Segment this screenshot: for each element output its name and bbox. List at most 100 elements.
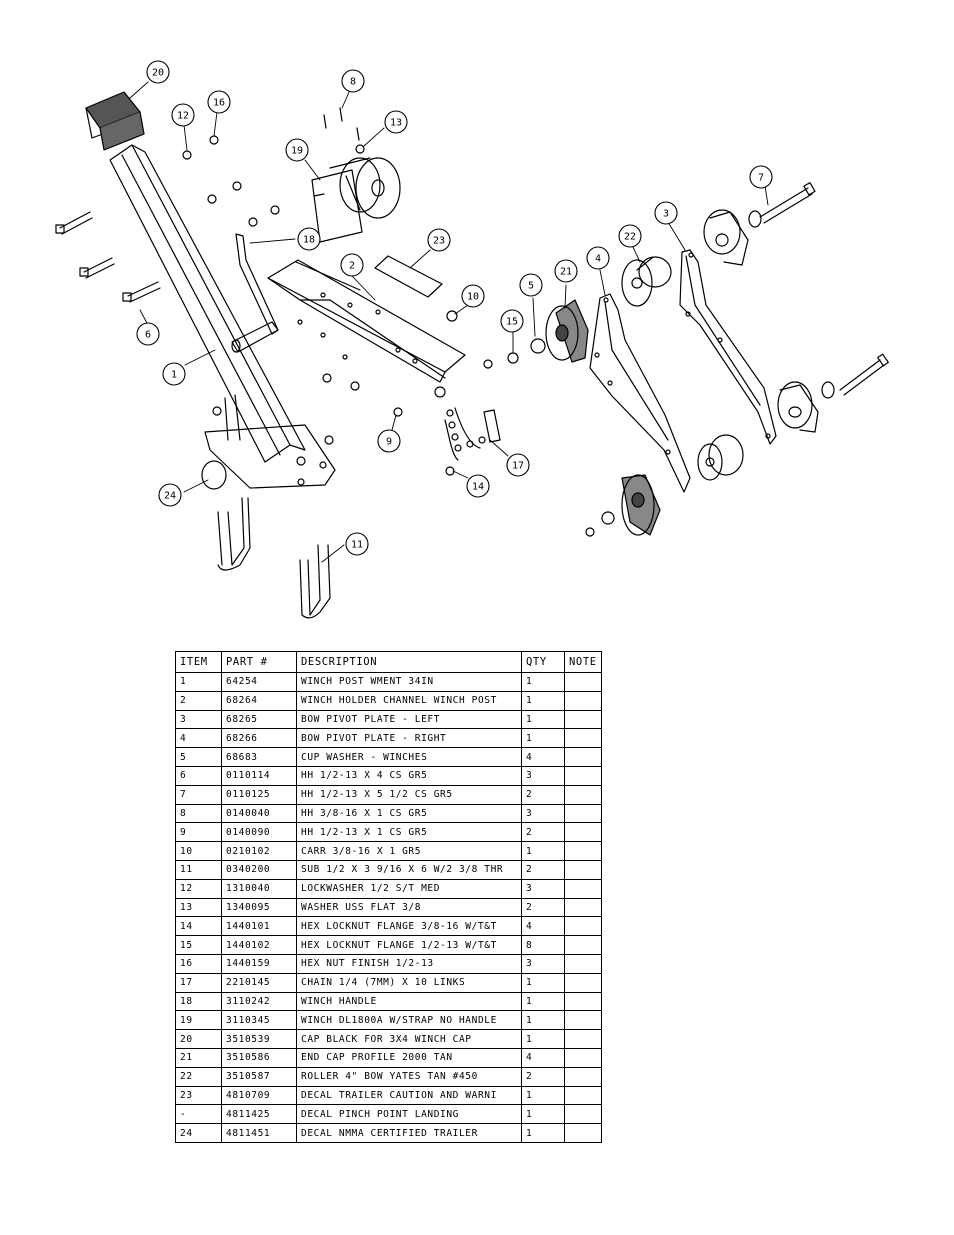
balloon-number: 9 — [386, 437, 392, 448]
balloon-number: 8 — [350, 77, 356, 88]
cell-qty: 2 — [521, 859, 565, 880]
balloon-circle — [158, 483, 182, 507]
balloon-number: 14 — [472, 482, 484, 493]
cell-description: CUP WASHER - WINCHES — [296, 747, 522, 767]
cell-description: HEX LOCKNUT FLANGE 3/8-16 W/T&T — [296, 916, 522, 937]
cell-description: WINCH HOLDER CHANNEL WINCH POST — [296, 690, 522, 711]
cell-description: HH 3/8-16 X 1 CS GR5 — [296, 803, 522, 824]
cell-description: ROLLER 4" BOW YATES TAN #450 — [296, 1066, 522, 1087]
bow-roller-drawing — [621, 256, 744, 481]
cell-qty: 2 — [521, 1066, 565, 1087]
cell-qty: 3 — [521, 878, 565, 899]
cell-note — [564, 897, 602, 918]
cell-part-number: 3110242 — [221, 991, 297, 1012]
cell-part-number: 3510539 — [221, 1029, 297, 1049]
cell-note — [564, 935, 602, 955]
balloon-number: 21 — [560, 267, 572, 278]
bolts-drawing — [55, 182, 889, 619]
bow-pivot-plate-left-drawing — [679, 249, 777, 445]
callout-balloon: 22 — [618, 224, 642, 248]
cell-part-number: 0340200 — [221, 859, 297, 880]
balloon-number: 4 — [595, 254, 601, 265]
cell-qty: 1 — [521, 972, 565, 993]
cell-part-number: 1440102 — [221, 935, 297, 955]
cell-part-number: 4811451 — [221, 1123, 297, 1143]
balloon-circle — [207, 90, 231, 114]
cell-note — [564, 1047, 602, 1068]
callout-balloon: 11 — [345, 532, 369, 556]
balloon-number: 22 — [624, 232, 636, 243]
callout-balloon: 19 — [285, 138, 309, 162]
cell-item: 16 — [175, 953, 222, 974]
cell-part-number: 0210102 — [221, 841, 297, 861]
nmma-decal-drawing — [201, 460, 227, 490]
balloon-circle — [297, 227, 321, 251]
callout-balloon: 21 — [554, 259, 578, 283]
cell-qty: 3 — [521, 765, 565, 786]
cell-item: 15 — [175, 935, 222, 955]
cell-part-number: 68266 — [221, 728, 297, 749]
winch-handle-drawing — [231, 233, 279, 353]
cell-note — [564, 953, 602, 974]
cell-note — [564, 803, 602, 824]
callout-balloon: 18 — [297, 227, 321, 251]
cell-part-number: 0110125 — [221, 784, 297, 805]
hardware-drawing — [182, 107, 615, 537]
cell-qty: 3 — [521, 953, 565, 974]
callout-balloon: 6 — [136, 322, 160, 346]
cell-qty: 1 — [521, 709, 565, 730]
cell-qty: 1 — [521, 1085, 565, 1106]
balloon-circle — [654, 201, 678, 225]
callout-balloon: 23 — [427, 228, 451, 252]
cell-note — [564, 916, 602, 937]
callout-balloon: 15 — [500, 309, 524, 333]
cell-description: LOCKWASHER 1/2 S/T MED — [296, 878, 522, 899]
callout-balloon: 14 — [466, 474, 490, 498]
cell-note — [564, 1104, 602, 1125]
cell-description: HEX NUT FINISH 1/2-13 — [296, 953, 522, 974]
callout-balloon: 7 — [749, 165, 773, 189]
callout-balloon: 16 — [207, 90, 231, 114]
cell-part-number: 4810709 — [221, 1085, 297, 1106]
balloon-circle — [384, 110, 408, 134]
callout-balloon: 4 — [586, 246, 610, 270]
balloon-number: 5 — [528, 281, 534, 292]
balloon-number: 19 — [291, 146, 303, 157]
balloon-number: 6 — [145, 330, 151, 341]
balloon-circle — [146, 60, 170, 84]
balloon-number: 12 — [177, 111, 189, 122]
table-header-row: ITEM PART # DESCRIPTION QTY NOTE — [175, 651, 602, 673]
header-qty: QTY — [521, 651, 565, 673]
balloon-circle — [285, 138, 309, 162]
cell-note — [564, 1066, 602, 1087]
balloon-number: 15 — [506, 317, 518, 328]
balloon-circle — [136, 322, 160, 346]
cell-item: 20 — [175, 1029, 222, 1049]
cell-part-number: 2210145 — [221, 972, 297, 993]
header-description: DESCRIPTION — [296, 651, 522, 673]
cell-part-number: 3110345 — [221, 1010, 297, 1031]
cell-part-number: 0140040 — [221, 803, 297, 824]
cell-part-number: 1310040 — [221, 878, 297, 899]
cell-description: CHAIN 1/4 (7MM) X 10 LINKS — [296, 972, 522, 993]
winch-post-drawing — [109, 144, 336, 489]
cell-description: DECAL NMMA CERTIFIED TRAILER — [296, 1123, 522, 1143]
cell-description: WINCH HANDLE — [296, 991, 522, 1012]
cell-note — [564, 822, 602, 843]
cell-item: 21 — [175, 1047, 222, 1068]
cell-qty: 1 — [521, 1029, 565, 1049]
cell-qty: 1 — [521, 1123, 565, 1143]
balloon-number: 16 — [213, 98, 225, 109]
